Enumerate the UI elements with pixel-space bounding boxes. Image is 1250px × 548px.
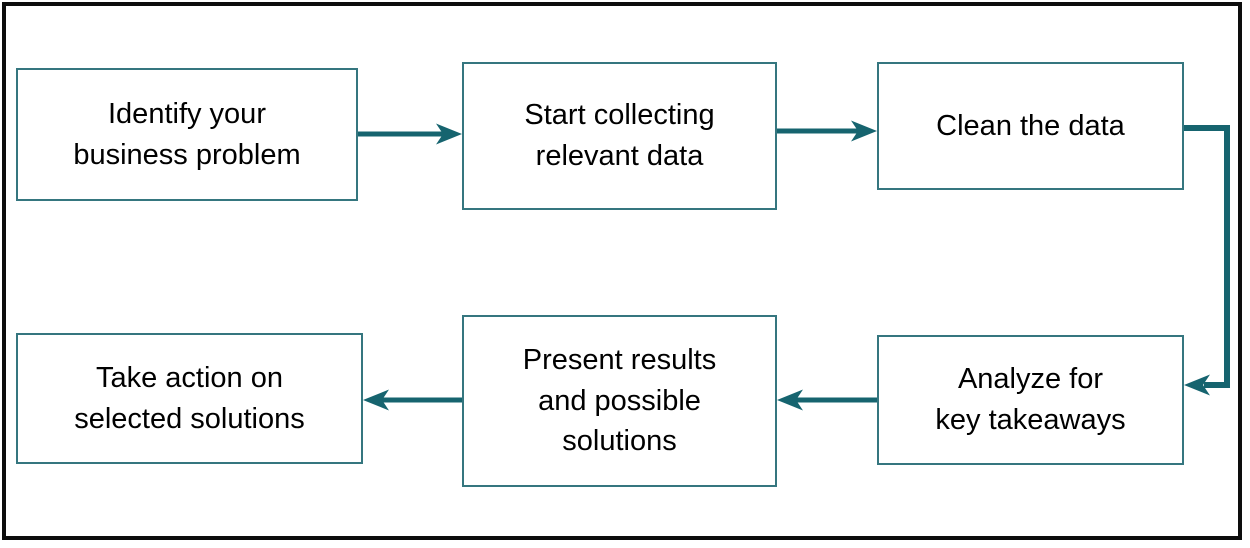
node-label: Present results and possible solutions	[522, 344, 717, 458]
node-label: Identify your business problem	[73, 97, 301, 171]
node-analyze-takeaways: Analyze for key takeaways	[877, 335, 1184, 465]
node-take-action: Take action on selected solutions	[16, 333, 363, 464]
node-label: Take action on selected solutions	[74, 361, 305, 435]
node-clean-data: Clean the data	[877, 62, 1184, 190]
right-arrowhead-icon	[851, 120, 877, 142]
connector-identify-to-collect	[358, 123, 462, 145]
node-label: Analyze for key takeaways	[935, 363, 1126, 436]
left-arrowhead-icon	[777, 389, 803, 411]
node-label: Start collecting relevant data	[524, 99, 715, 172]
left-arrowhead-icon	[1184, 374, 1210, 396]
left-arrowhead-icon	[363, 389, 389, 411]
connector-clean-to-analyze	[1184, 125, 1230, 396]
right-arrowhead-icon	[436, 123, 462, 145]
node-label: Clean the data	[936, 109, 1125, 142]
connector-present-to-takeaction	[363, 389, 462, 411]
connector-collect-to-clean	[777, 120, 877, 142]
node-present-results: Present results and possible solutions	[462, 315, 777, 487]
connector-analyze-to-present	[777, 389, 877, 411]
node-identify-problem: Identify your business problem	[16, 68, 358, 201]
node-collect-data: Start collecting relevant data	[462, 62, 777, 210]
